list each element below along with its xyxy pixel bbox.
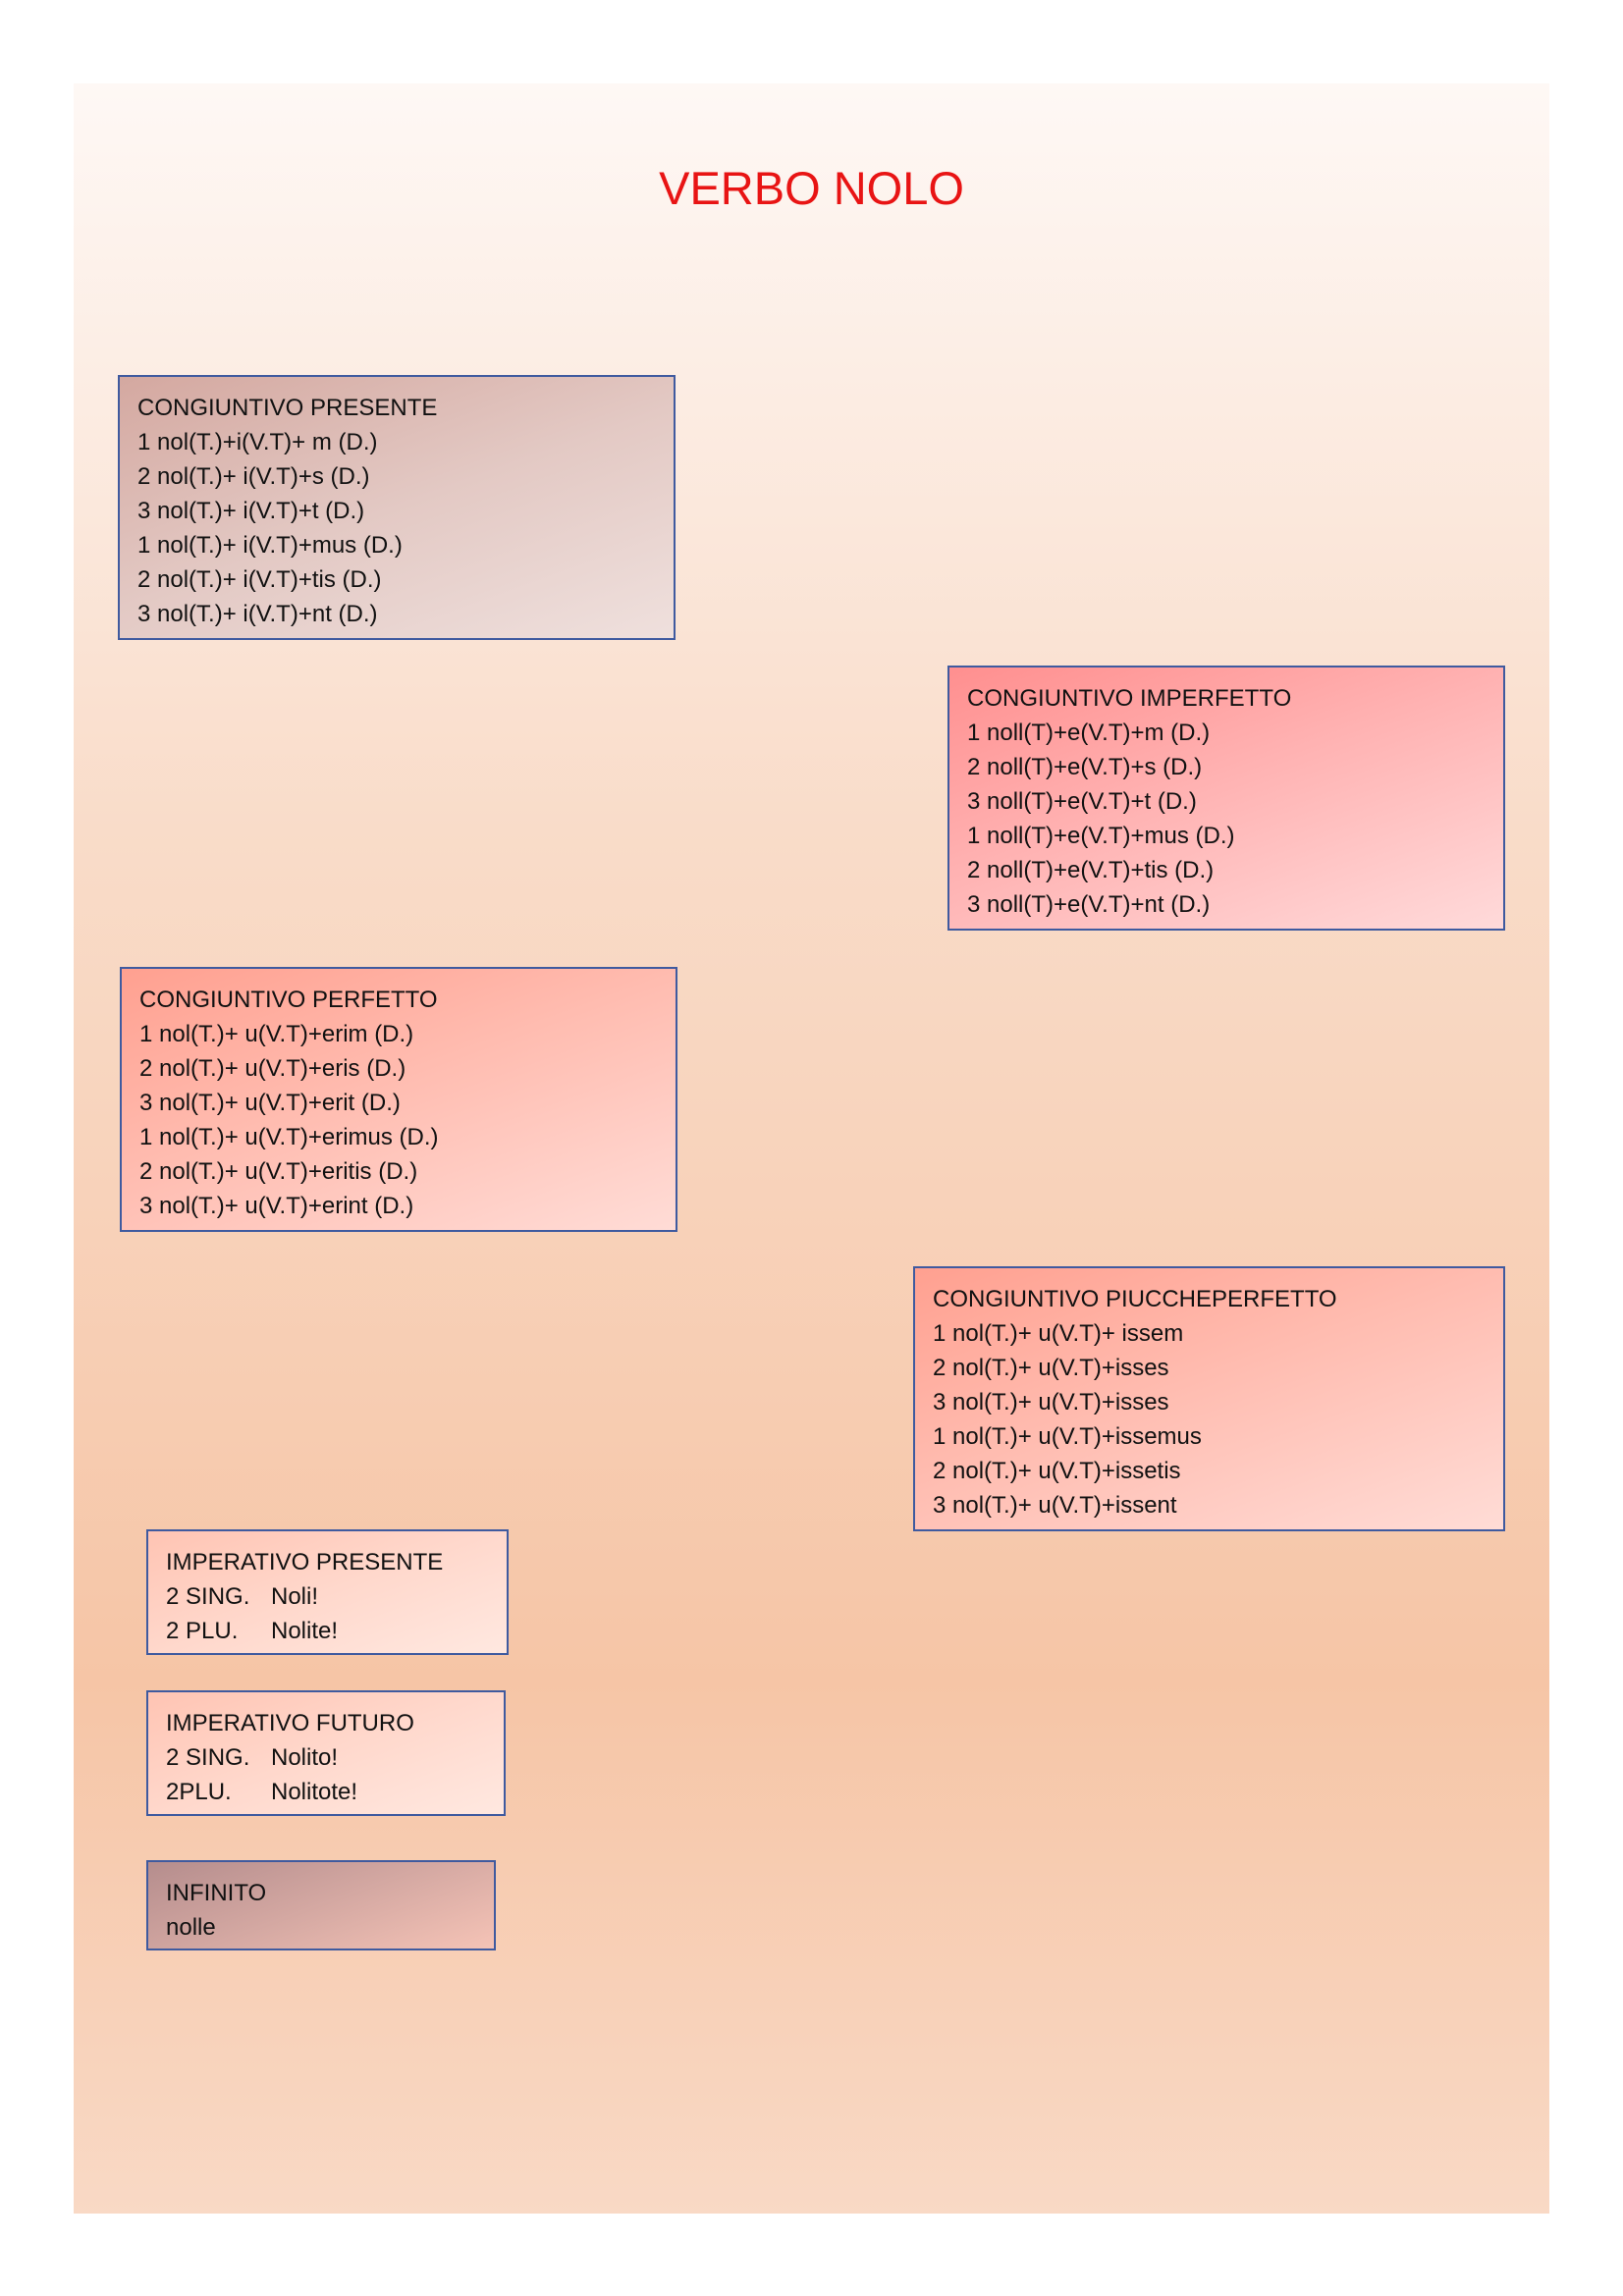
person-label: 2 SING.	[166, 1744, 250, 1771]
verb-form: Nolito!	[271, 1744, 339, 1771]
conjugation-line: 3 nol(T.)+ i(V.T)+nt (D.)	[137, 601, 378, 627]
conjugation-line: 2 nol(T.)+ i(V.T)+tis (D.)	[137, 566, 382, 593]
conjugation-line: 2 nol(T.)+ u(V.T)+eritis (D.)	[139, 1158, 418, 1185]
person-label: 2PLU.	[166, 1779, 232, 1805]
box-congiuntivo-presente: CONGIUNTIVO PRESENTE 1 nol(T.)+i(V.T)+ m…	[118, 375, 676, 640]
conjugation-line: 3 noll(T)+e(V.T)+nt (D.)	[967, 891, 1211, 918]
imperative-row: 2 SING. Noli!	[166, 1579, 489, 1614]
box-heading: INFINITO	[166, 1880, 267, 1906]
box-congiuntivo-perfetto: CONGIUNTIVO PERFETTO 1 nol(T.)+ u(V.T)+e…	[120, 967, 677, 1232]
conjugation-line: 2 nol(T.)+ u(V.T)+eris (D.)	[139, 1055, 406, 1082]
person-label: 2 SING.	[166, 1583, 250, 1610]
infinitive-form: nolle	[166, 1914, 216, 1941]
box-heading: IMPERATIVO FUTURO	[166, 1710, 414, 1736]
box-congiuntivo-imperfetto: CONGIUNTIVO IMPERFETTO 1 noll(T)+e(V.T)+…	[947, 666, 1505, 931]
conjugation-line: 2 nol(T.)+ u(V.T)+isses	[933, 1355, 1169, 1381]
conjugation-line: 2 noll(T)+e(V.T)+s (D.)	[967, 754, 1203, 780]
conjugation-line: 1 nol(T.)+i(V.T)+ m (D.)	[137, 429, 378, 455]
imperative-row: 2 SING. Nolito!	[166, 1740, 486, 1775]
imperative-row: 2 PLU. Nolite!	[166, 1614, 489, 1648]
box-imperativo-presente: IMPERATIVO PRESENTE 2 SING. Noli! 2 PLU. N…	[146, 1529, 509, 1655]
conjugation-line: 3 nol(T.)+ u(V.T)+isses	[933, 1389, 1169, 1415]
box-heading: IMPERATIVO PRESENTE	[166, 1549, 444, 1575]
box-congiuntivo-piuccheperfetto: CONGIUNTIVO PIUCCHEPERFETTO 1 nol(T.)+ u…	[913, 1266, 1505, 1531]
box-heading: CONGIUNTIVO PIUCCHEPERFETTO	[933, 1286, 1337, 1312]
conjugation-line: 3 nol(T.)+ i(V.T)+t (D.)	[137, 498, 365, 524]
conjugation-line: 1 nol(T.)+ u(V.T)+erimus (D.)	[139, 1124, 439, 1150]
conjugation-line: 3 nol(T.)+ u(V.T)+issent	[933, 1492, 1177, 1519]
box-heading: CONGIUNTIVO PERFETTO	[139, 987, 438, 1013]
verb-form: Nolitote!	[271, 1779, 358, 1805]
verb-form: Nolite!	[271, 1618, 339, 1644]
box-heading: CONGIUNTIVO IMPERFETTO	[967, 685, 1292, 712]
page-title: VERBO NOLO	[659, 162, 964, 214]
conjugation-line: 1 nol(T.)+ u(V.T)+erim (D.)	[139, 1021, 414, 1047]
conjugation-line: 3 nol(T.)+ u(V.T)+erit (D.)	[139, 1090, 401, 1116]
verb-form: Noli!	[271, 1583, 319, 1610]
box-heading: CONGIUNTIVO PRESENTE	[137, 395, 438, 421]
document-page: VERBO NOLO CONGIUNTIVO PRESENTE 1 nol(T.…	[74, 83, 1549, 2214]
conjugation-line: 1 nol(T.)+ i(V.T)+mus (D.)	[137, 532, 403, 559]
conjugation-line: 2 nol(T.)+ i(V.T)+s (D.)	[137, 463, 370, 490]
conjugation-line: 3 nol(T.)+ u(V.T)+erint (D.)	[139, 1193, 414, 1219]
conjugation-line: 3 noll(T)+e(V.T)+t (D.)	[967, 788, 1197, 815]
conjugation-line: 1 nol(T.)+ u(V.T)+ issem	[933, 1320, 1184, 1347]
box-imperativo-futuro: IMPERATIVO FUTURO 2 SING. Nolito! 2PLU. No…	[146, 1690, 506, 1816]
conjugation-line: 2 nol(T.)+ u(V.T)+issetis	[933, 1458, 1181, 1484]
conjugation-line: 1 noll(T)+e(V.T)+m (D.)	[967, 720, 1211, 746]
conjugation-line: 1 noll(T)+e(V.T)+mus (D.)	[967, 823, 1235, 849]
imperative-row: 2PLU. Nolitote!	[166, 1775, 486, 1809]
conjugation-line: 1 nol(T.)+ u(V.T)+issemus	[933, 1423, 1202, 1450]
person-label: 2 PLU.	[166, 1618, 239, 1644]
box-infinito: INFINITO nolle	[146, 1860, 496, 1950]
conjugation-line: 2 noll(T)+e(V.T)+tis (D.)	[967, 857, 1215, 883]
